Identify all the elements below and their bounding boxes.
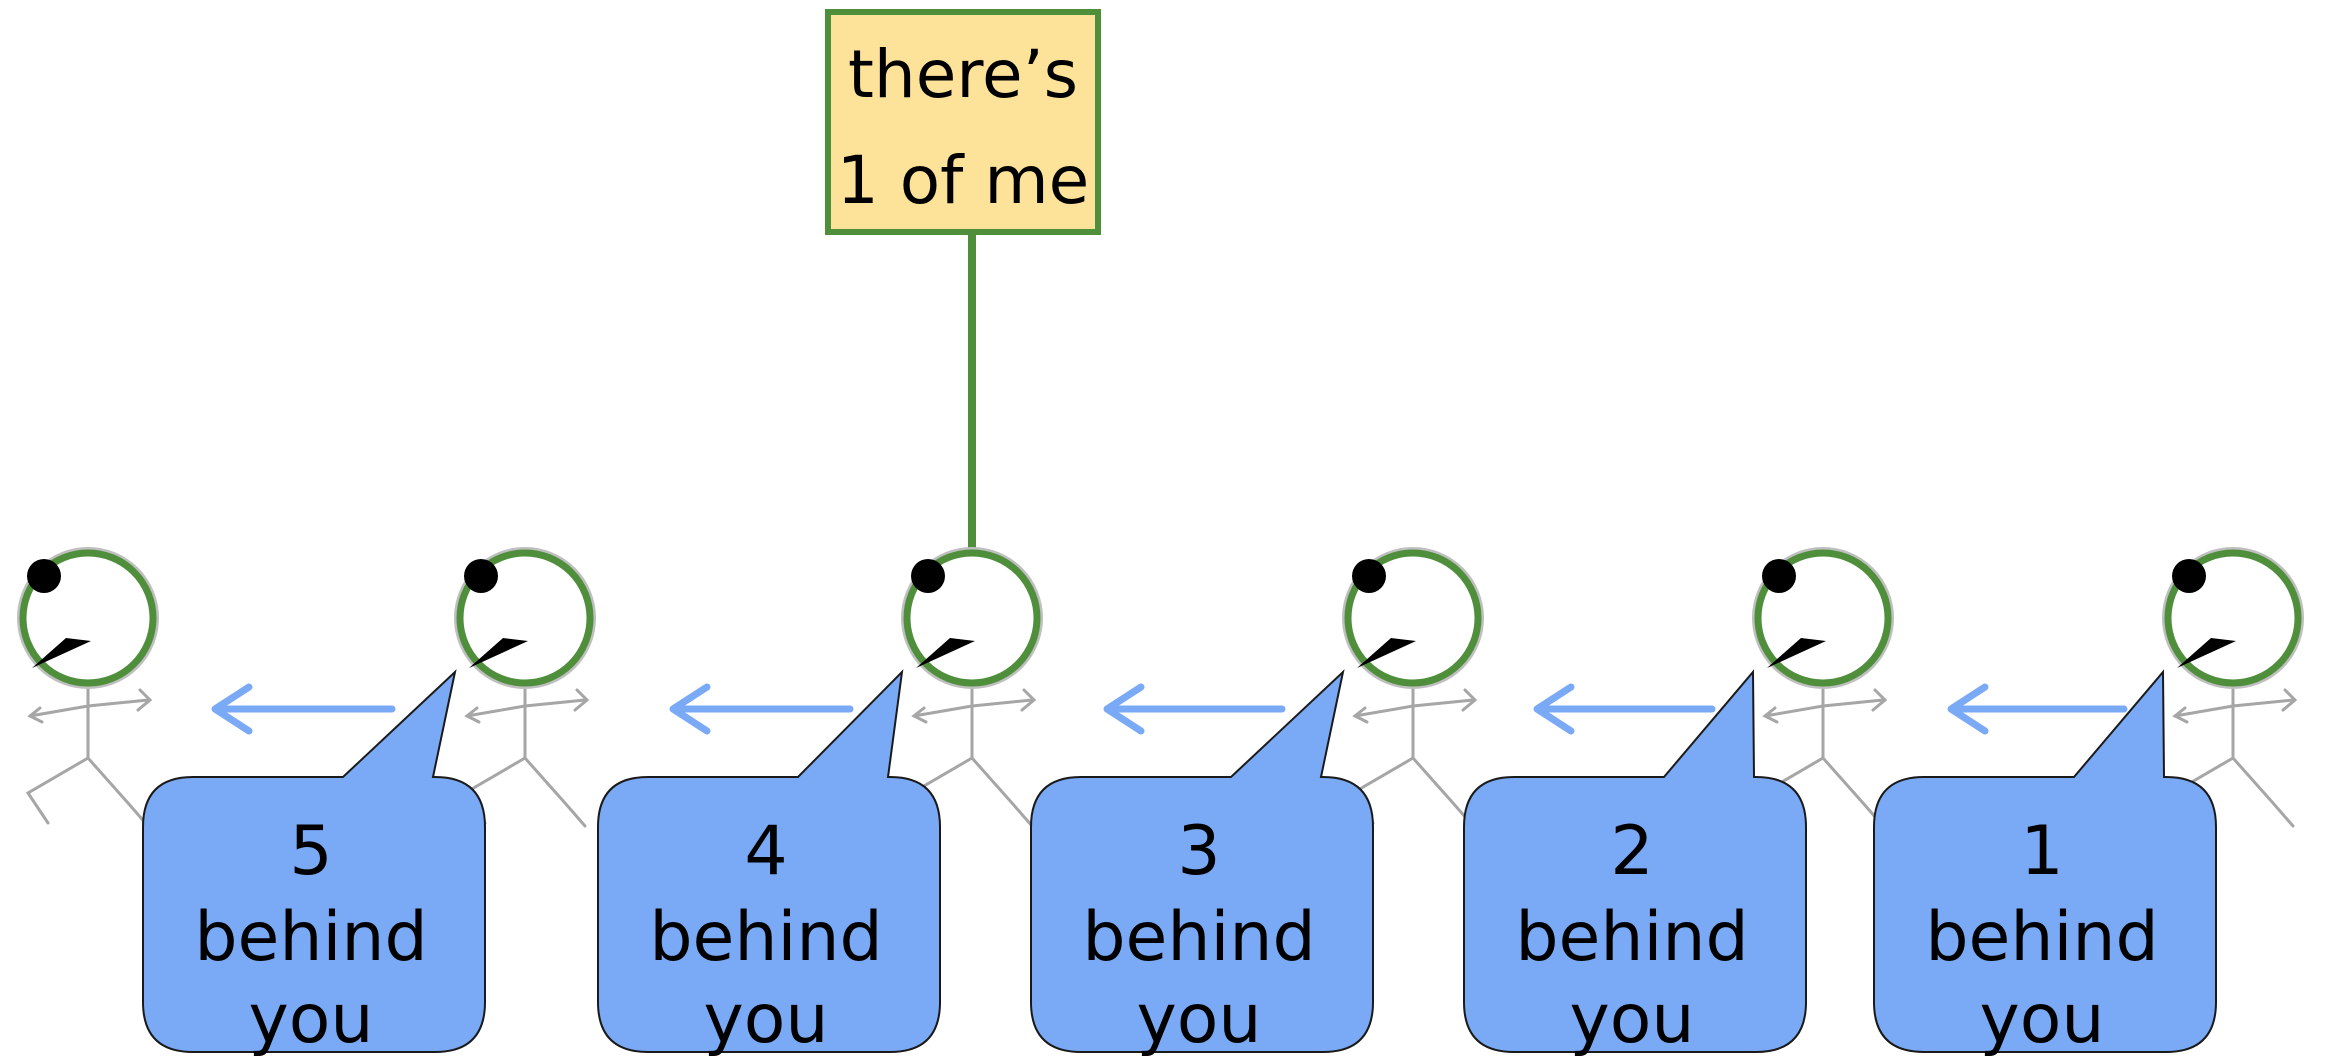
stick-arms bbox=[2173, 698, 2295, 718]
head bbox=[19, 549, 157, 687]
beak bbox=[2177, 638, 2236, 668]
eye bbox=[2172, 559, 2206, 593]
head-halo bbox=[2162, 547, 2304, 689]
stick-arms bbox=[912, 698, 1034, 718]
head bbox=[456, 549, 594, 687]
eye bbox=[1352, 559, 1386, 593]
head-halo bbox=[901, 547, 1043, 689]
stick-arms bbox=[1353, 698, 1475, 718]
left-arrow bbox=[669, 683, 854, 735]
stick-hand-right bbox=[2281, 688, 2298, 712]
bubble-number: 4 bbox=[744, 812, 787, 891]
stick-hand-left bbox=[911, 706, 928, 724]
sign-board bbox=[825, 9, 1101, 235]
bubble-word: behind bbox=[1925, 898, 2158, 977]
bubble-shape bbox=[1030, 669, 1374, 1053]
arrow-head bbox=[669, 683, 711, 735]
stick-hand-left bbox=[464, 706, 481, 724]
arrow-head bbox=[1103, 683, 1145, 735]
stick-hand-left bbox=[1762, 706, 1779, 724]
stick-figure bbox=[454, 547, 596, 828]
head bbox=[2164, 549, 2302, 687]
arrow-head bbox=[1947, 683, 1989, 735]
eye bbox=[1762, 559, 1796, 593]
stick-hand-left bbox=[27, 706, 44, 724]
bubble-number: 3 bbox=[1177, 812, 1220, 891]
stick-hand-right bbox=[1461, 688, 1478, 712]
stick-leg-right bbox=[86, 756, 150, 828]
beak bbox=[916, 638, 975, 668]
bubble-number: 2 bbox=[1610, 812, 1653, 891]
beak bbox=[1767, 638, 1826, 668]
bubble-tail: you bbox=[249, 980, 374, 1059]
head bbox=[903, 549, 1041, 687]
stick-figure bbox=[2162, 547, 2304, 828]
beak bbox=[469, 638, 528, 668]
left-arrow bbox=[1533, 683, 1716, 735]
stick-hand-right bbox=[573, 688, 590, 712]
stick-hand-left bbox=[1352, 706, 1369, 724]
beak bbox=[1357, 638, 1416, 668]
stick-leg-right bbox=[2231, 756, 2295, 828]
stick-hand-right bbox=[136, 688, 153, 712]
eye bbox=[464, 559, 498, 593]
stick-arms bbox=[465, 698, 587, 718]
stick-hand-right bbox=[1871, 688, 1888, 712]
bubble-tail: you bbox=[1980, 980, 2105, 1059]
bubble-word: behind bbox=[194, 898, 427, 977]
speech-bubbles: 5behindyou4behindyou3behindyou2behindyou… bbox=[142, 669, 2217, 1059]
sign-line-2: 1 of me bbox=[837, 142, 1089, 219]
bubble-tail: you bbox=[1570, 980, 1695, 1059]
bubble-word: behind bbox=[1082, 898, 1315, 977]
eye bbox=[27, 559, 61, 593]
left-arrow bbox=[1103, 683, 1286, 735]
head-halo bbox=[1342, 547, 1484, 689]
head-halo bbox=[1752, 547, 1894, 689]
stick-figure bbox=[1752, 547, 1894, 828]
stick-leg-right bbox=[970, 756, 1034, 828]
bubble-tail: you bbox=[1137, 980, 1262, 1059]
bubble-number: 5 bbox=[289, 812, 332, 891]
stick-figure bbox=[901, 547, 1043, 828]
bubble-word: behind bbox=[649, 898, 882, 977]
head bbox=[1344, 549, 1482, 687]
sign: there’s 1 of me bbox=[825, 9, 1101, 235]
sign-line-1: there’s bbox=[848, 36, 1078, 113]
arrows bbox=[211, 683, 2128, 735]
bubble-shape bbox=[1463, 669, 1807, 1053]
stick-leg-left bbox=[25, 756, 90, 825]
left-arrow bbox=[211, 683, 396, 735]
stick-figure bbox=[17, 547, 159, 828]
bubble-shape bbox=[597, 669, 941, 1053]
eye bbox=[911, 559, 945, 593]
bubble-shape bbox=[1873, 669, 2217, 1053]
stick-hand-right bbox=[1020, 688, 1037, 712]
bubble-word: behind bbox=[1515, 898, 1748, 977]
bubble-number: 1 bbox=[2020, 812, 2063, 891]
bubble-shape bbox=[142, 669, 486, 1053]
bubble-tail: you bbox=[704, 980, 829, 1059]
head bbox=[1754, 549, 1892, 687]
beak bbox=[32, 638, 91, 668]
stick-figures bbox=[17, 547, 2304, 828]
stick-arms bbox=[1763, 698, 1885, 718]
stick-figure bbox=[1342, 547, 1484, 828]
arrow-head bbox=[211, 683, 253, 735]
stick-arms bbox=[28, 698, 150, 718]
stick-hand-left bbox=[2172, 706, 2189, 724]
head-halo bbox=[17, 547, 159, 689]
stick-leg-right bbox=[523, 756, 587, 828]
arrow-head bbox=[1533, 683, 1575, 735]
head-halo bbox=[454, 547, 596, 689]
left-arrow bbox=[1947, 683, 2128, 735]
